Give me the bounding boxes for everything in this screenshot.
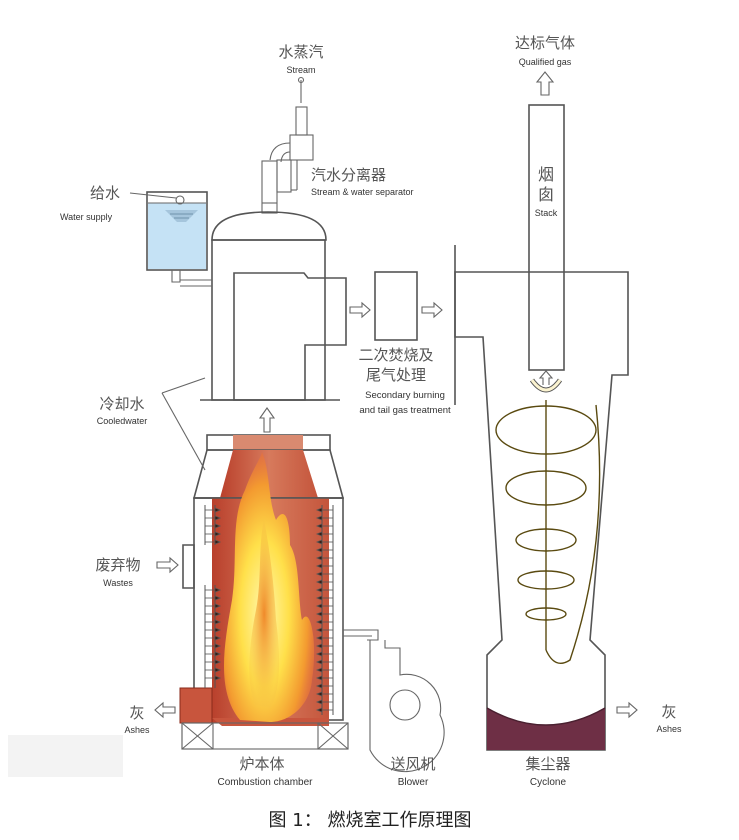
air-nozzle	[315, 651, 323, 657]
stack-label-cn2: 囱	[538, 185, 554, 204]
air-nozzle	[315, 563, 323, 569]
cooled-water-label-cn: 冷却水	[99, 395, 144, 413]
air-nozzle	[315, 603, 323, 609]
steam-separator	[261, 76, 314, 214]
qualified-gas-label-cn: 达标气体	[515, 34, 575, 52]
qualified-gas-label-en: Qualified gas	[519, 57, 572, 67]
air-nozzle	[214, 515, 222, 521]
combustion-chamber-label-en: Combustion chamber	[217, 777, 313, 788]
air-nozzle	[315, 595, 323, 601]
upper-vessel	[200, 211, 347, 401]
blower-label-en: Blower	[398, 777, 429, 788]
air-nozzle	[315, 659, 323, 665]
figure-caption: 图 1： 燃烧室工作原理图	[269, 810, 472, 831]
secondary-label-cn1: 二次焚烧及	[358, 346, 433, 364]
flow-arrows	[258, 71, 555, 433]
steam-label-cn: 水蒸汽	[278, 43, 323, 61]
ashes-left-label-cn: 灰	[129, 704, 144, 722]
air-nozzle	[315, 531, 323, 537]
air-nozzle	[214, 643, 222, 649]
air-nozzle	[214, 667, 222, 673]
air-nozzle	[315, 515, 323, 521]
air-nozzle	[315, 507, 323, 513]
wastes-arrow	[156, 556, 179, 574]
ashes-right-arrow	[616, 701, 638, 719]
smudge	[8, 735, 123, 777]
air-nozzle	[315, 667, 323, 673]
air-nozzle	[315, 683, 323, 689]
secondary-label-en2: and tail gas treatment	[359, 405, 451, 416]
secondary-label-cn2: 尾气处理	[366, 366, 426, 384]
air-nozzle	[315, 571, 323, 577]
water-supply-label-en: Water supply	[60, 212, 113, 222]
cooled-water-leader-bottom	[161, 392, 206, 471]
air-nozzle	[214, 635, 222, 641]
wastes-label-en: Wastes	[103, 578, 133, 588]
air-nozzle	[315, 635, 323, 641]
stack	[528, 104, 565, 371]
air-nozzle	[214, 603, 222, 609]
steam-label-en: Stream	[286, 65, 315, 75]
wastes-label-cn: 废弃物	[95, 556, 140, 574]
ashes-right-label-en: Ashes	[656, 724, 682, 734]
air-nozzle	[214, 675, 222, 681]
ashes-right-label-cn: 灰	[661, 703, 676, 721]
stack-label-en: Stack	[535, 208, 558, 218]
separator-label-en: Stream & water separator	[311, 187, 414, 197]
air-nozzle	[214, 619, 222, 625]
combustion-chamber-label-cn: 炉本体	[239, 755, 284, 773]
air-nozzle	[315, 611, 323, 617]
air-nozzle	[315, 627, 323, 633]
air-nozzle	[315, 587, 323, 593]
ashes-left-label-en: Ashes	[124, 725, 150, 735]
cooled-water-leader-top	[161, 377, 206, 394]
air-nozzle	[214, 587, 222, 593]
air-nozzle	[214, 659, 222, 665]
air-nozzle	[315, 579, 323, 585]
air-nozzle	[315, 523, 323, 529]
cooled-water-label-en: Cooledwater	[97, 416, 148, 426]
air-nozzle	[214, 595, 222, 601]
air-nozzle	[214, 611, 222, 617]
air-nozzle	[315, 643, 323, 649]
air-nozzle	[214, 523, 222, 529]
secondary-burner	[374, 271, 418, 341]
water-supply-label-cn: 给水	[90, 184, 120, 202]
secondary-label-en1: Secondary burning	[365, 390, 445, 401]
combustion-chamber	[179, 434, 349, 750]
cyclone-label-en: Cyclone	[530, 777, 567, 788]
air-nozzle	[214, 651, 222, 657]
blower	[343, 629, 445, 773]
air-nozzle	[315, 619, 323, 625]
air-nozzle	[315, 547, 323, 553]
air-nozzle	[214, 531, 222, 537]
air-nozzle	[315, 691, 323, 697]
separator-label-cn: 汽水分离器	[311, 166, 386, 184]
water-supply-tank	[129, 191, 212, 287]
air-nozzle	[315, 675, 323, 681]
stack-label-cn1: 烟	[538, 165, 554, 184]
air-nozzle	[315, 707, 323, 713]
air-nozzle	[214, 627, 222, 633]
air-nozzle	[315, 699, 323, 705]
air-nozzle	[315, 555, 323, 561]
air-nozzle	[315, 539, 323, 545]
air-nozzle	[214, 539, 222, 545]
blower-label-cn: 送风机	[390, 755, 435, 773]
air-nozzle	[214, 507, 222, 513]
cyclone-label-cn: 集尘器	[525, 755, 570, 773]
cyclone	[454, 245, 629, 751]
ashes-left-arrow	[154, 701, 176, 719]
